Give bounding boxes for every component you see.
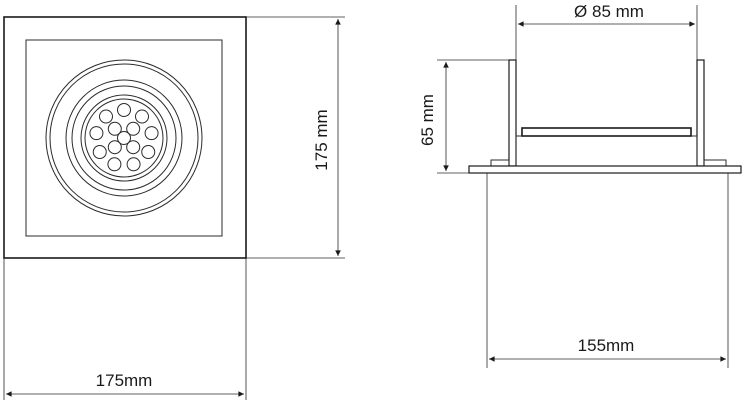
led xyxy=(126,121,141,136)
ceiling-flange xyxy=(468,165,742,174)
width-dimension-label: 175mm xyxy=(96,371,153,390)
outer-frame xyxy=(3,16,247,259)
led xyxy=(126,157,141,172)
led xyxy=(134,109,149,124)
led xyxy=(99,109,114,124)
led-cluster xyxy=(89,103,159,172)
right-clip xyxy=(703,159,727,167)
led xyxy=(126,140,141,155)
led xyxy=(117,131,131,145)
front-view: 175 mm 175mm xyxy=(3,16,345,400)
width-dimension-label: 155mm xyxy=(578,336,635,355)
led xyxy=(107,121,122,136)
lamp-assembly xyxy=(45,59,203,217)
led xyxy=(144,126,159,141)
height-dimension-label: 65 mm xyxy=(418,94,437,146)
led xyxy=(117,103,131,117)
led xyxy=(107,140,122,155)
lamp-body xyxy=(515,135,698,167)
diameter-dimension-label: Ø 85 mm xyxy=(574,2,644,21)
led xyxy=(107,157,122,172)
led xyxy=(89,126,104,141)
right-bracket xyxy=(696,59,705,167)
left-clip xyxy=(490,159,510,167)
inner-frame xyxy=(25,39,223,237)
led xyxy=(141,145,156,159)
led xyxy=(92,145,107,159)
height-dimension-label: 175 mm xyxy=(312,109,331,170)
left-bracket xyxy=(508,59,517,167)
side-view: Ø 85 mm 65 mm 155mm xyxy=(418,2,742,368)
lamp-top-cap xyxy=(521,127,692,137)
